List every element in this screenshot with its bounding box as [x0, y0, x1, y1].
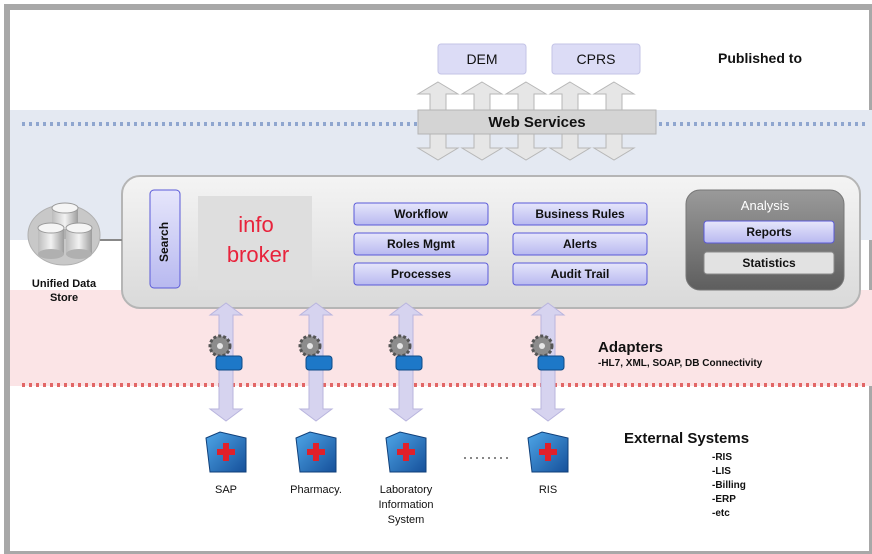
gear-hub [307, 343, 313, 349]
statistics-label: Statistics [742, 256, 796, 270]
business-rules-label: Business Rules [535, 207, 625, 221]
published-to-label: Published to [718, 50, 802, 66]
client-label-dem: DEM [466, 51, 498, 67]
data-store-label-line1: Unified Data [31, 278, 97, 290]
external-list-ris: -RIS [712, 452, 732, 463]
web-services-bar [417, 109, 657, 135]
adapter-block-icon [215, 355, 243, 371]
workflow-button[interactable] [353, 202, 489, 226]
client-box-cprs [551, 43, 641, 75]
adapter-block-icon [395, 355, 423, 371]
audit-trail-label: Audit Trail [550, 267, 610, 281]
adapters-title: Adapters [598, 339, 664, 356]
cross-vertical [313, 443, 319, 461]
external-list-billing: -Billing [712, 480, 746, 491]
analysis-title: Analysis [740, 198, 790, 213]
data-store-label-line2: Store [49, 292, 79, 304]
adapter-block-icon [537, 355, 565, 371]
unified-data-store-icon [27, 202, 122, 266]
client-label-cprs: CPRS [576, 51, 616, 67]
audit-trail-button[interactable] [512, 262, 648, 286]
statistics-button[interactable] [703, 251, 835, 275]
alerts-label: Alerts [562, 237, 597, 251]
system-label-pharmacy: Pharmacy. [290, 484, 342, 496]
processes-label: Processes [390, 267, 452, 281]
system-label-lab-line1: Laboratory [379, 484, 433, 496]
gear-hub [397, 343, 403, 349]
external-list-etc: -etc [712, 508, 730, 519]
roles-mgmt-label: Roles Mgmt [386, 237, 455, 251]
diagram-frame [4, 4, 872, 554]
external-list-erp: -ERP [712, 494, 736, 505]
search-panel[interactable] [149, 189, 181, 289]
roles-mgmt-button[interactable] [353, 232, 489, 256]
reports-label: Reports [746, 225, 792, 239]
gear-hub [539, 343, 545, 349]
cross-vertical [403, 443, 409, 461]
external-list-lis: -LIS [712, 466, 731, 477]
alerts-button[interactable] [512, 232, 648, 256]
cross-vertical [545, 443, 551, 461]
external-systems-title: External Systems [624, 430, 750, 447]
gear-hub [217, 343, 223, 349]
info-broker-line2: broker [226, 242, 290, 267]
business-rules-button[interactable] [512, 202, 648, 226]
system-label-ris: RIS [538, 484, 558, 496]
search-label: Search [157, 221, 171, 262]
adapters-subtitle: -HL7, XML, SOAP, DB Connectivity [598, 358, 763, 369]
client-box-dem [437, 43, 527, 75]
reports-button[interactable] [703, 220, 835, 244]
adapter-connectors [205, 302, 569, 473]
info-broker-line1: info [238, 212, 274, 237]
system-label-lab-line3: System [387, 514, 425, 526]
adapter-block-icon [305, 355, 333, 371]
info-broker-area [198, 196, 312, 290]
system-label-sap: SAP [214, 484, 238, 496]
cross-vertical [223, 443, 229, 461]
processes-button[interactable] [353, 262, 489, 286]
workflow-label: Workflow [394, 207, 448, 221]
system-label-lab-line2: Information [378, 499, 434, 511]
web-services-label: Web Services [488, 114, 586, 131]
